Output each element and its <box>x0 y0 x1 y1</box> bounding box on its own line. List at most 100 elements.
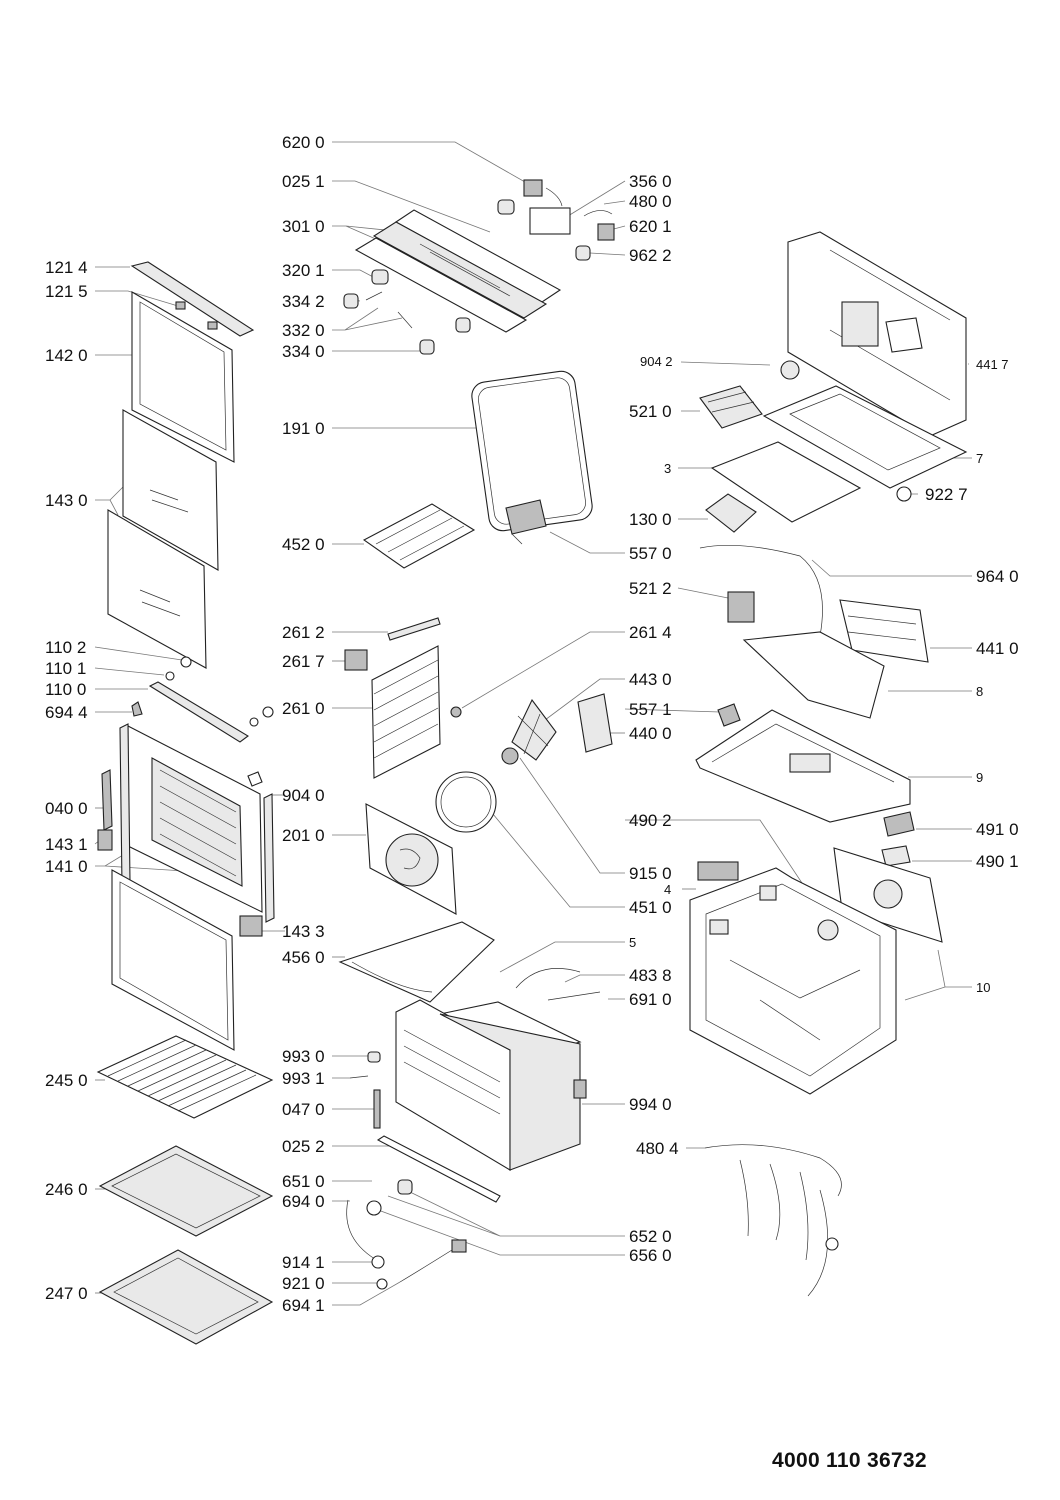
handle-washer-1 <box>249 717 259 727</box>
callout-10: 10 <box>976 980 990 995</box>
callout-8: 8 <box>976 684 983 699</box>
hinge-block-left <box>97 829 113 851</box>
callout-452-0: 452 0 <box>282 535 325 554</box>
hinge-bush <box>367 1051 381 1063</box>
upper-carcass <box>695 231 968 943</box>
callout-904-0: 904 0 <box>282 786 325 805</box>
display-board <box>529 207 571 235</box>
callout-691-0: 691 0 <box>629 990 672 1009</box>
callout-557-0: 557 0 <box>629 544 672 563</box>
callout-025-1: 025 1 <box>282 172 325 191</box>
outer-door-glass <box>111 869 235 1051</box>
knob-left <box>343 293 359 309</box>
callout-922-7: 922 7 <box>925 485 968 504</box>
shallow-tray <box>98 1145 274 1237</box>
deep-tray <box>98 1249 274 1345</box>
callout-694-1: 694 1 <box>282 1296 325 1315</box>
callout-261-2: 261 2 <box>282 623 325 642</box>
fan-nut <box>501 747 519 765</box>
lamp-socket <box>397 1179 413 1195</box>
selector-switch <box>523 179 543 197</box>
callout-915-0: 915 0 <box>629 864 672 883</box>
fan-cover-grille <box>385 833 439 887</box>
door-top-clip-1 <box>175 301 186 310</box>
junction-box <box>727 591 755 623</box>
door-handle <box>148 681 249 743</box>
callout-491-0: 491 0 <box>976 820 1019 839</box>
outer-casing-cutout-1 <box>709 919 729 935</box>
callout-334-0: 334 0 <box>282 342 325 361</box>
shelf-runners <box>371 645 441 779</box>
callout-694-4: 694 4 <box>45 703 88 722</box>
callout-490-1: 490 1 <box>976 852 1019 871</box>
callout-7: 7 <box>976 451 983 466</box>
lamp-glass <box>366 1200 382 1216</box>
air-deflector <box>742 631 885 719</box>
fan-blade <box>511 698 557 761</box>
cavity-outer-box <box>439 1013 581 1171</box>
callout-921-0: 921 0 <box>282 1274 325 1293</box>
callout-994-0: 994 0 <box>629 1095 672 1114</box>
cavity-parts <box>338 370 613 1290</box>
callout-904-2: 904 2 <box>640 354 673 369</box>
callout-483-8: 483 8 <box>629 966 672 985</box>
door-hinge-clip <box>247 771 263 787</box>
callout-4: 4 <box>664 882 671 897</box>
lower-element <box>338 921 495 1003</box>
harness-connector <box>825 1237 839 1251</box>
callout-557-1: 557 1 <box>629 700 672 719</box>
callout-301-0: 301 0 <box>282 217 325 236</box>
callout-labels: 620 0 025 1 301 0 320 1 334 2 332 0 334 … <box>45 133 1019 1315</box>
lower-carcass <box>689 861 897 1297</box>
door-side-profile-right <box>263 793 275 923</box>
callout-521-2: 521 2 <box>629 579 672 598</box>
cavity-bracket <box>373 1089 381 1129</box>
callout-130-0: 130 0 <box>629 510 672 529</box>
callout-047-0: 047 0 <box>282 1100 325 1119</box>
connector-wire-2 <box>583 210 613 217</box>
outer-door-mesh <box>151 757 243 887</box>
wire-shelf <box>96 1035 274 1119</box>
callout-320-1: 320 1 <box>282 261 325 280</box>
callout-143-3: 143 3 <box>282 922 325 941</box>
callout-040-0: 040 0 <box>45 799 88 818</box>
hinge-block-right <box>239 915 263 937</box>
top-panel-grille <box>841 301 879 347</box>
knob-right <box>455 317 471 333</box>
callout-441-7: 441 7 <box>976 357 1009 372</box>
circular-element <box>435 771 497 833</box>
callout-652-0: 652 0 <box>629 1227 672 1246</box>
callout-143-0: 143 0 <box>45 491 88 510</box>
callout-451-0: 451 0 <box>629 898 672 917</box>
rear-panel-vent <box>873 879 903 909</box>
terminal-block <box>881 845 911 867</box>
cavity-front-frame <box>376 1135 501 1203</box>
callout-656-0: 656 0 <box>629 1246 672 1265</box>
lamp-wire-harness <box>399 1249 453 1283</box>
grill-element <box>362 503 476 569</box>
callout-143-1: 143 1 <box>45 835 88 854</box>
door-top-trim <box>130 261 255 337</box>
callout-914-1: 914 1 <box>282 1253 325 1272</box>
cooling-fan-motor <box>705 493 757 533</box>
callout-993-0: 993 0 <box>282 1047 325 1066</box>
handle-washer-2 <box>262 706 274 718</box>
racks-trays <box>96 1035 274 1345</box>
callout-443-0: 443 0 <box>629 670 672 689</box>
terminal-block-cable <box>515 968 581 989</box>
hinge-screw <box>349 1075 369 1079</box>
callout-441-0: 441 0 <box>976 639 1019 658</box>
cavity-side-clip <box>573 1079 587 1099</box>
knob-small <box>575 245 591 261</box>
callout-245-0: 245 0 <box>45 1071 88 1090</box>
door-washer-2 <box>165 671 175 681</box>
callout-246-0: 246 0 <box>45 1180 88 1199</box>
main-pcb <box>699 385 763 429</box>
lamp-holder <box>344 649 368 671</box>
callout-356-0: 356 0 <box>629 172 672 191</box>
top-panel-port <box>885 317 923 353</box>
lamp-plug <box>451 1239 467 1253</box>
lamp-ring <box>376 1278 388 1290</box>
fan-motor <box>577 693 613 753</box>
